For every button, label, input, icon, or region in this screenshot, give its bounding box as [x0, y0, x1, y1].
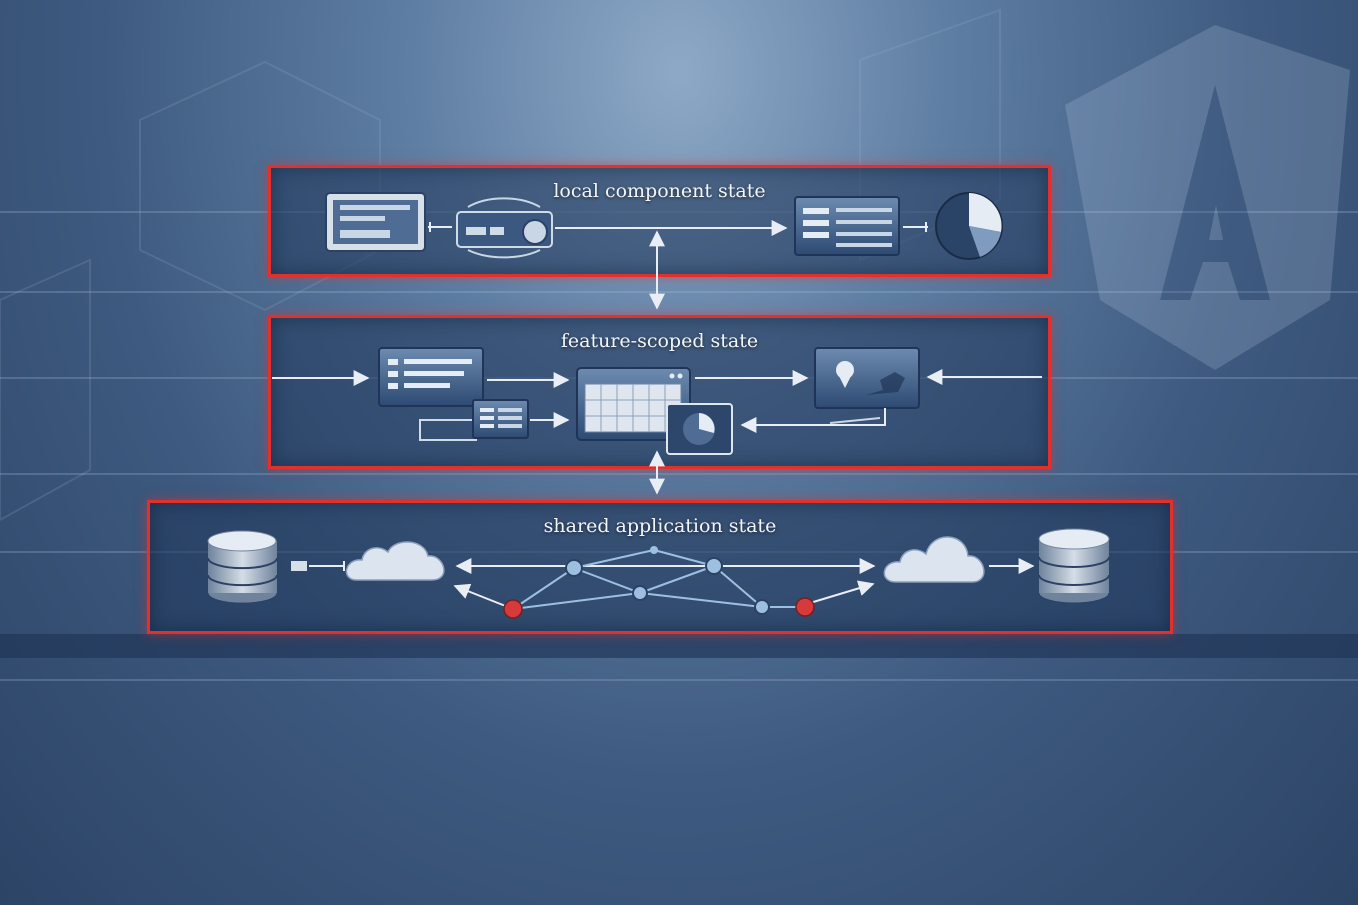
layer-title: shared application state [543, 515, 777, 537]
map-panel-icon [814, 347, 920, 424]
cloud-icon [345, 541, 445, 581]
small-list-panel-icon [419, 399, 529, 441]
grid-panel-icon [576, 367, 691, 441]
cloud-icon [883, 536, 985, 583]
layer-title: local component state [553, 180, 766, 202]
pie-chart-icon [935, 192, 1003, 260]
network-graph-icon [453, 546, 876, 619]
database-icon [1038, 528, 1110, 604]
device-icon [456, 197, 553, 259]
list-panel-icon [378, 347, 484, 407]
database-icon [207, 530, 278, 604]
layer-title: feature-scoped state [560, 330, 759, 352]
angular-logo-watermark-icon [1065, 25, 1350, 370]
pie-chart-panel-icon [666, 403, 733, 455]
window-panel-icon [325, 192, 426, 252]
list-panel-icon [794, 196, 900, 256]
